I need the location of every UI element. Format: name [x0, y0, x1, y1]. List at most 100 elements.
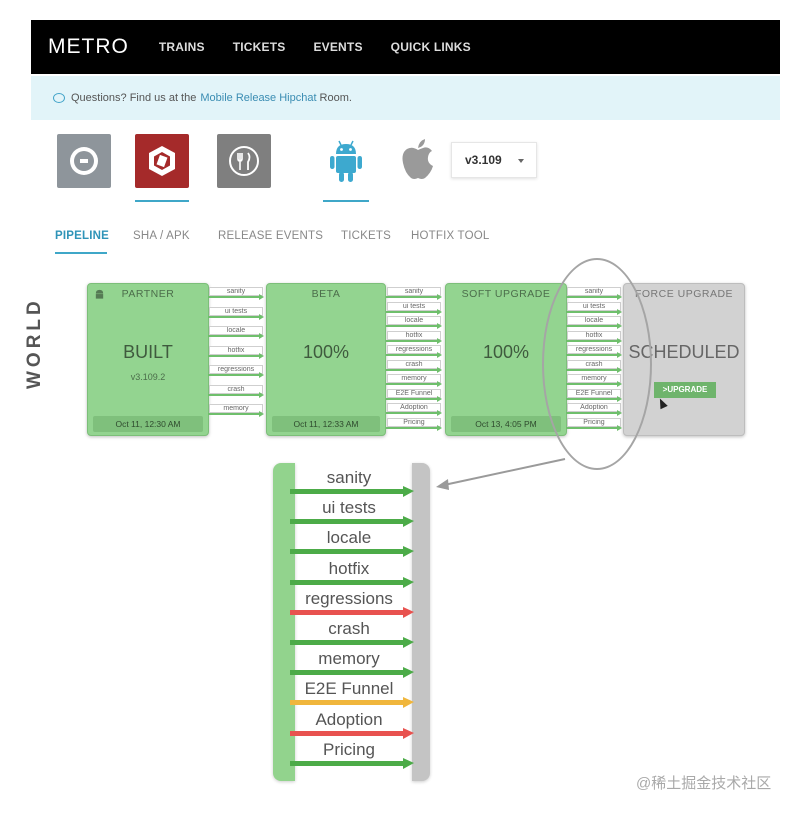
nav-link-quick-links[interactable]: QUICK LINKS	[390, 40, 471, 54]
zoom-check-label: regressions	[305, 588, 393, 608]
tab-release-events[interactable]: RELEASE EVENTS	[218, 230, 324, 242]
check-arrow-head-icon	[259, 352, 264, 359]
check-arrow-line	[386, 354, 438, 356]
check-arrow-line	[386, 339, 438, 342]
check-item[interactable]: sanity	[208, 287, 264, 300]
version-value: v3.109	[465, 153, 502, 167]
check-arrow-line	[208, 354, 260, 357]
zoom-check-arrow-line	[290, 549, 404, 555]
check-item[interactable]: hotfix	[208, 345, 264, 359]
uber-eats-app-icon[interactable]	[217, 134, 271, 188]
help-banner: Questions? Find us at the Mobile Release…	[31, 76, 780, 120]
check-item[interactable]: crash	[386, 359, 442, 373]
rider-logo-icon	[70, 147, 98, 175]
check-label: locale	[387, 316, 441, 325]
check-arrow-line	[208, 413, 260, 415]
zoom-pointer-arrow	[436, 458, 566, 490]
check-arrow-line	[208, 315, 260, 318]
stage-timestamp: Oct 11, 12:33 AM	[272, 416, 380, 432]
stage-title: BETA	[311, 288, 341, 300]
zoom-source-stage	[273, 463, 295, 781]
nav-link-events[interactable]: EVENTS	[313, 40, 363, 54]
check-arrow-line	[386, 383, 438, 385]
check-arrow-head-icon	[437, 308, 442, 315]
uber-rider-app-icon[interactable]	[57, 134, 111, 188]
app-selector: v3.109	[53, 134, 753, 206]
check-label: crash	[209, 384, 263, 394]
stage-partner[interactable]: PARTNER BUILT v3.109.2 Oct 11, 12:30 AM	[87, 283, 209, 436]
check-item[interactable]: crash	[208, 384, 264, 398]
check-label: regressions	[387, 345, 441, 354]
check-arrow-line	[386, 426, 438, 429]
zoom-check-ui-tests: ui tests	[290, 497, 414, 528]
checks-partner-to-beta: sanity ui tests locale hotfix regressions cra…	[208, 287, 264, 432]
stage-title: SOFT UPGRADE	[461, 288, 551, 300]
check-item[interactable]: Adoption	[386, 403, 442, 416]
check-arrow-line	[208, 335, 260, 337]
uber-driver-app-icon[interactable]	[135, 134, 189, 188]
tab-hotfix-tool[interactable]: HOTFIX TOOL	[411, 230, 490, 242]
check-item[interactable]: ui tests	[208, 306, 264, 320]
stage-beta[interactable]: BETA 100% Oct 11, 12:33 AM	[266, 283, 386, 436]
banner-text: Questions? Find us at the	[71, 92, 197, 104]
nav-link-trains[interactable]: TRAINS	[158, 40, 205, 54]
check-item[interactable]: regressions	[208, 365, 264, 378]
selected-app-indicator	[135, 200, 189, 202]
zoom-check-locale: locale	[290, 527, 414, 558]
watermark: @稀土掘金技术社区	[636, 775, 772, 792]
zoom-check-arrow-head-icon	[403, 546, 414, 558]
check-item[interactable]: ui tests	[386, 301, 442, 315]
version-dropdown[interactable]: v3.109	[451, 142, 537, 178]
check-item[interactable]: regressions	[386, 345, 442, 358]
driver-logo-icon	[149, 146, 175, 176]
apple-icon[interactable]	[398, 136, 438, 189]
tab-pipeline[interactable]: PIPELINE	[55, 230, 110, 242]
zoom-check-arrow-line	[290, 670, 404, 676]
android-icon[interactable]	[328, 138, 364, 189]
world-label: WORLD	[24, 297, 45, 389]
zoom-check-label: memory	[318, 649, 380, 669]
zoom-check-arrow-head-icon	[403, 727, 414, 739]
fork-knife-icon	[229, 146, 259, 176]
check-arrow-head-icon	[437, 294, 442, 300]
check-item[interactable]: memory	[208, 404, 264, 417]
check-arrow-line	[386, 368, 438, 371]
check-arrow-head-icon	[437, 323, 442, 329]
zoom-check-arrow-line	[290, 730, 404, 736]
check-item[interactable]: locale	[208, 326, 264, 339]
zoom-check-hotfix: hotfix	[290, 558, 414, 588]
check-item[interactable]: Pricing	[386, 417, 442, 431]
stage-timestamp: Oct 11, 12:30 AM	[93, 416, 203, 432]
check-arrow-line	[386, 310, 438, 313]
check-label: regressions	[209, 365, 263, 374]
check-label: Pricing	[387, 417, 441, 427]
check-arrow-line	[386, 397, 438, 400]
brand-logo[interactable]: METRO	[48, 35, 129, 58]
check-arrow-line	[208, 296, 260, 298]
zoom-check-arrow-head-icon	[403, 757, 414, 769]
check-item[interactable]: sanity	[386, 287, 442, 300]
tab-sha-apk[interactable]: SHA / APK	[133, 230, 190, 242]
region-label: WORLD	[24, 297, 45, 400]
zoom-check-label: E2E Funnel	[304, 679, 394, 699]
check-item[interactable]: memory	[386, 374, 442, 387]
nav-link-tickets[interactable]: TICKETS	[232, 40, 286, 54]
check-label: sanity	[387, 287, 441, 296]
metro-app: METRO TRAINS TICKETS EVENTS QUICK LINKS …	[31, 20, 780, 440]
upgrade-button[interactable]: >UPGRADE	[654, 382, 716, 398]
check-item[interactable]: hotfix	[386, 330, 442, 344]
stage-title: FORCE UPGRADE	[634, 288, 734, 300]
check-item[interactable]: E2E Funnel	[386, 388, 442, 402]
check-label: memory	[209, 404, 263, 413]
stage-status: 100%	[302, 342, 350, 362]
check-arrow-head-icon	[259, 333, 264, 339]
tab-tickets[interactable]: TICKETS	[341, 230, 391, 242]
zoom-check-arrow-head-icon	[403, 516, 414, 528]
hipchat-link[interactable]: Mobile Release Hipchat	[200, 92, 317, 104]
zoom-check-arrow-head-icon	[403, 697, 414, 709]
check-label: memory	[387, 374, 441, 383]
zoom-check-regressions: regressions	[290, 588, 414, 618]
check-item[interactable]: locale	[386, 316, 442, 329]
android-mini-icon	[95, 289, 104, 299]
check-label: ui tests	[209, 306, 263, 316]
